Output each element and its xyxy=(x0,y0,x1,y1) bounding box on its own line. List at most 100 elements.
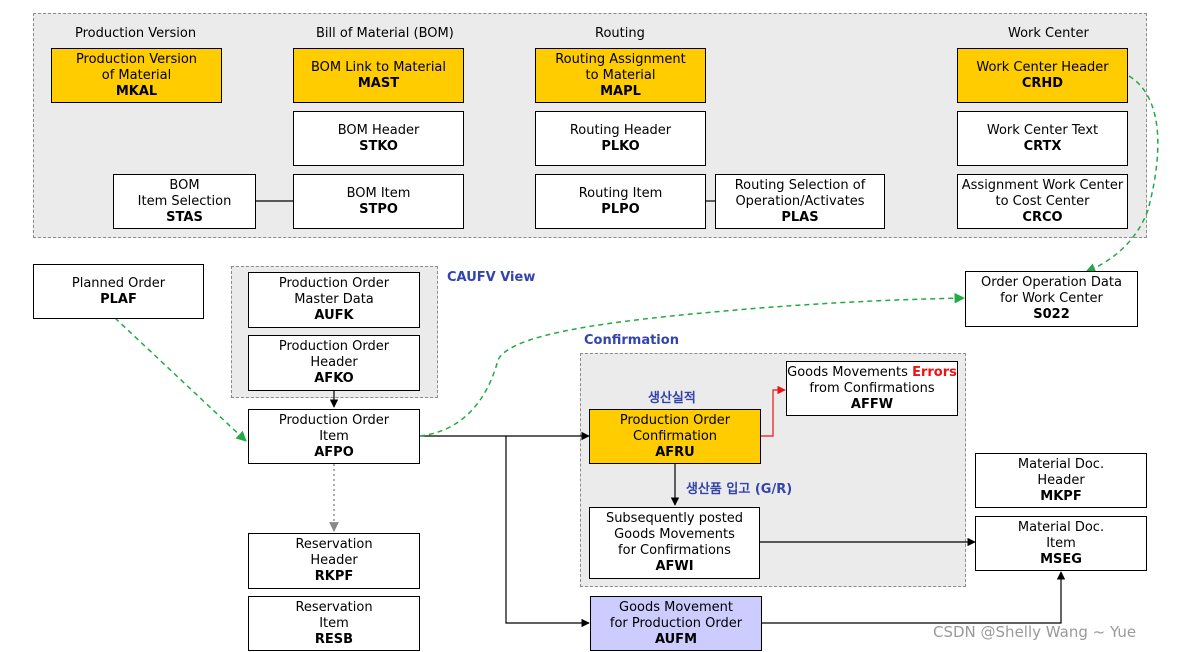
plpo-line1: Routing Item xyxy=(578,185,663,201)
node-crhd[interactable]: Work Center Header CRHD xyxy=(957,48,1128,103)
affw-errors-label: Errors xyxy=(912,364,957,380)
mseg-line1: Material Doc. xyxy=(1017,519,1105,535)
mapl-line2: to Material xyxy=(585,67,656,83)
afwi-code: AFWI xyxy=(655,559,694,574)
stas-code: STAS xyxy=(166,209,203,225)
stko-code: STKO xyxy=(359,138,398,154)
node-mseg[interactable]: Material Doc. Item MSEG xyxy=(975,516,1147,571)
s022-line2: for Work Center xyxy=(1000,291,1103,306)
mast-line1: BOM Link to Material xyxy=(310,59,447,75)
mseg-line2: Item xyxy=(1046,535,1076,551)
work-center-title: Work Center xyxy=(1008,26,1089,41)
affw-line1-prefix: Goods Movements xyxy=(787,364,908,380)
mapl-line1: Routing Assignment xyxy=(555,51,686,67)
node-rkpf[interactable]: Reservation Header RKPF xyxy=(248,533,420,589)
rkpf-line2: Header xyxy=(310,553,358,568)
afru-code: AFRU xyxy=(655,444,695,460)
node-plko[interactable]: Routing Header PLKO xyxy=(535,111,706,166)
plpo-code: PLPO xyxy=(601,201,640,217)
node-stas[interactable]: BOM Item Selection STAS xyxy=(113,174,256,229)
s022-code: S022 xyxy=(1033,307,1070,322)
node-plas[interactable]: Routing Selection of Operation/Activates… xyxy=(715,174,885,229)
node-s022[interactable]: Order Operation Data for Work Center S02… xyxy=(965,271,1138,327)
routing-title: Routing xyxy=(595,26,645,41)
stko-line1: BOM Header xyxy=(337,122,420,138)
stas-line1: BOM xyxy=(169,177,200,193)
afru-line2: Confirmation xyxy=(632,428,718,444)
plas-line2: Operation/Activates xyxy=(735,193,865,209)
mkpf-code: MKPF xyxy=(1040,488,1082,504)
crtx-line1: Work Center Text xyxy=(986,122,1099,138)
stpo-code: STPO xyxy=(359,201,398,217)
afko-line1: Production Order xyxy=(278,339,390,354)
afpo-code: AFPO xyxy=(314,444,354,460)
mapl-code: MAPL xyxy=(600,83,641,99)
bom-title: Bill of Material (BOM) xyxy=(316,26,454,41)
node-crco[interactable]: Assignment Work Center to Cost Center CR… xyxy=(957,174,1128,229)
affw-line1: Goods Movements Errors xyxy=(787,365,957,381)
afko-code: AFKO xyxy=(314,371,354,386)
aufm-mseg-arrow xyxy=(762,571,1066,624)
node-afko[interactable]: Production Order Header AFKO xyxy=(248,335,420,391)
node-mapl[interactable]: Routing Assignment to Material MAPL xyxy=(535,48,706,103)
afru-affw-error-arrow xyxy=(761,385,786,437)
node-afwi[interactable]: Subsequently posted Goods Movements for … xyxy=(589,507,760,579)
node-afru[interactable]: Production Order Confirmation AFRU xyxy=(589,409,761,464)
afwi-line2: Goods Movements xyxy=(614,527,735,542)
confirmation-title: Confirmation xyxy=(584,333,679,348)
node-aufk[interactable]: Production Order Master Data AUFK xyxy=(248,272,420,328)
crhd-code: CRHD xyxy=(1021,75,1064,91)
plas-line1: Routing Selection of xyxy=(734,177,866,193)
plaf-code: PLAF xyxy=(100,291,137,307)
goods-receipt-note: 생산품 입고 (G/R) xyxy=(686,482,793,497)
afpo-s022-link xyxy=(419,292,966,437)
watermark-text: CSDN @Shelly Wang ~ Yue xyxy=(933,623,1137,641)
production-version-title: Production Version xyxy=(75,26,197,41)
node-afpo[interactable]: Production Order Item AFPO xyxy=(248,409,420,464)
plaf-afpo-link xyxy=(114,317,247,442)
node-mkal[interactable]: Production Version of Material MKAL xyxy=(51,48,222,103)
afpo-line1: Production Order xyxy=(278,412,390,428)
afwi-line1: Subsequently posted xyxy=(605,511,744,526)
aufk-code: AUFK xyxy=(314,308,354,323)
node-plpo[interactable]: Routing Item PLPO xyxy=(535,174,706,229)
node-mkpf[interactable]: Material Doc. Header MKPF xyxy=(975,453,1147,508)
production-result-note: 생산실적 xyxy=(648,391,696,406)
crhd-s022-link xyxy=(1085,75,1159,274)
node-crtx[interactable]: Work Center Text CRTX xyxy=(957,111,1128,166)
node-affw[interactable]: Goods Movements Errors from Confirmation… xyxy=(786,361,958,416)
aufk-line1: Production Order xyxy=(278,276,390,291)
aufk-line2: Master Data xyxy=(294,292,374,307)
afpo-line2: Item xyxy=(319,428,349,444)
afwi-line3: for Confirmations xyxy=(618,543,731,558)
resb-code: RESB xyxy=(314,631,354,647)
afpo-aufm-arrow xyxy=(505,436,590,628)
rkpf-line1: Reservation xyxy=(295,537,373,552)
plaf-line1: Planned Order xyxy=(71,275,166,291)
mkpf-line2: Header xyxy=(1037,472,1085,488)
mkal-line2: of Material xyxy=(101,67,172,83)
stpo-line1: BOM Item xyxy=(346,185,411,201)
node-plaf[interactable]: Planned Order PLAF xyxy=(33,264,204,319)
crtx-code: CRTX xyxy=(1023,138,1062,154)
resb-line2: Item xyxy=(319,615,349,631)
aufm-line2: for Production Order xyxy=(609,615,743,631)
caufv-view-title: CAUFV View xyxy=(447,270,536,285)
node-aufm[interactable]: Goods Movement for Production Order AUFM xyxy=(590,596,762,651)
s022-line1: Order Operation Data xyxy=(981,275,1122,290)
plas-code: PLAS xyxy=(781,209,819,225)
crhd-line1: Work Center Header xyxy=(976,59,1109,75)
node-stpo[interactable]: BOM Item STPO xyxy=(293,174,464,229)
stas-line2: Item Selection xyxy=(137,193,232,209)
crco-line1: Assignment Work Center xyxy=(961,177,1124,193)
crco-code: CRCO xyxy=(1022,209,1063,225)
mseg-code: MSEG xyxy=(1040,551,1082,567)
rkpf-code: RKPF xyxy=(314,569,354,584)
mast-code: MAST xyxy=(357,75,400,91)
afru-line1: Production Order xyxy=(619,412,731,428)
node-stko[interactable]: BOM Header STKO xyxy=(293,111,464,166)
node-mast[interactable]: BOM Link to Material MAST xyxy=(293,48,464,103)
node-resb[interactable]: Reservation Item RESB xyxy=(248,596,420,651)
